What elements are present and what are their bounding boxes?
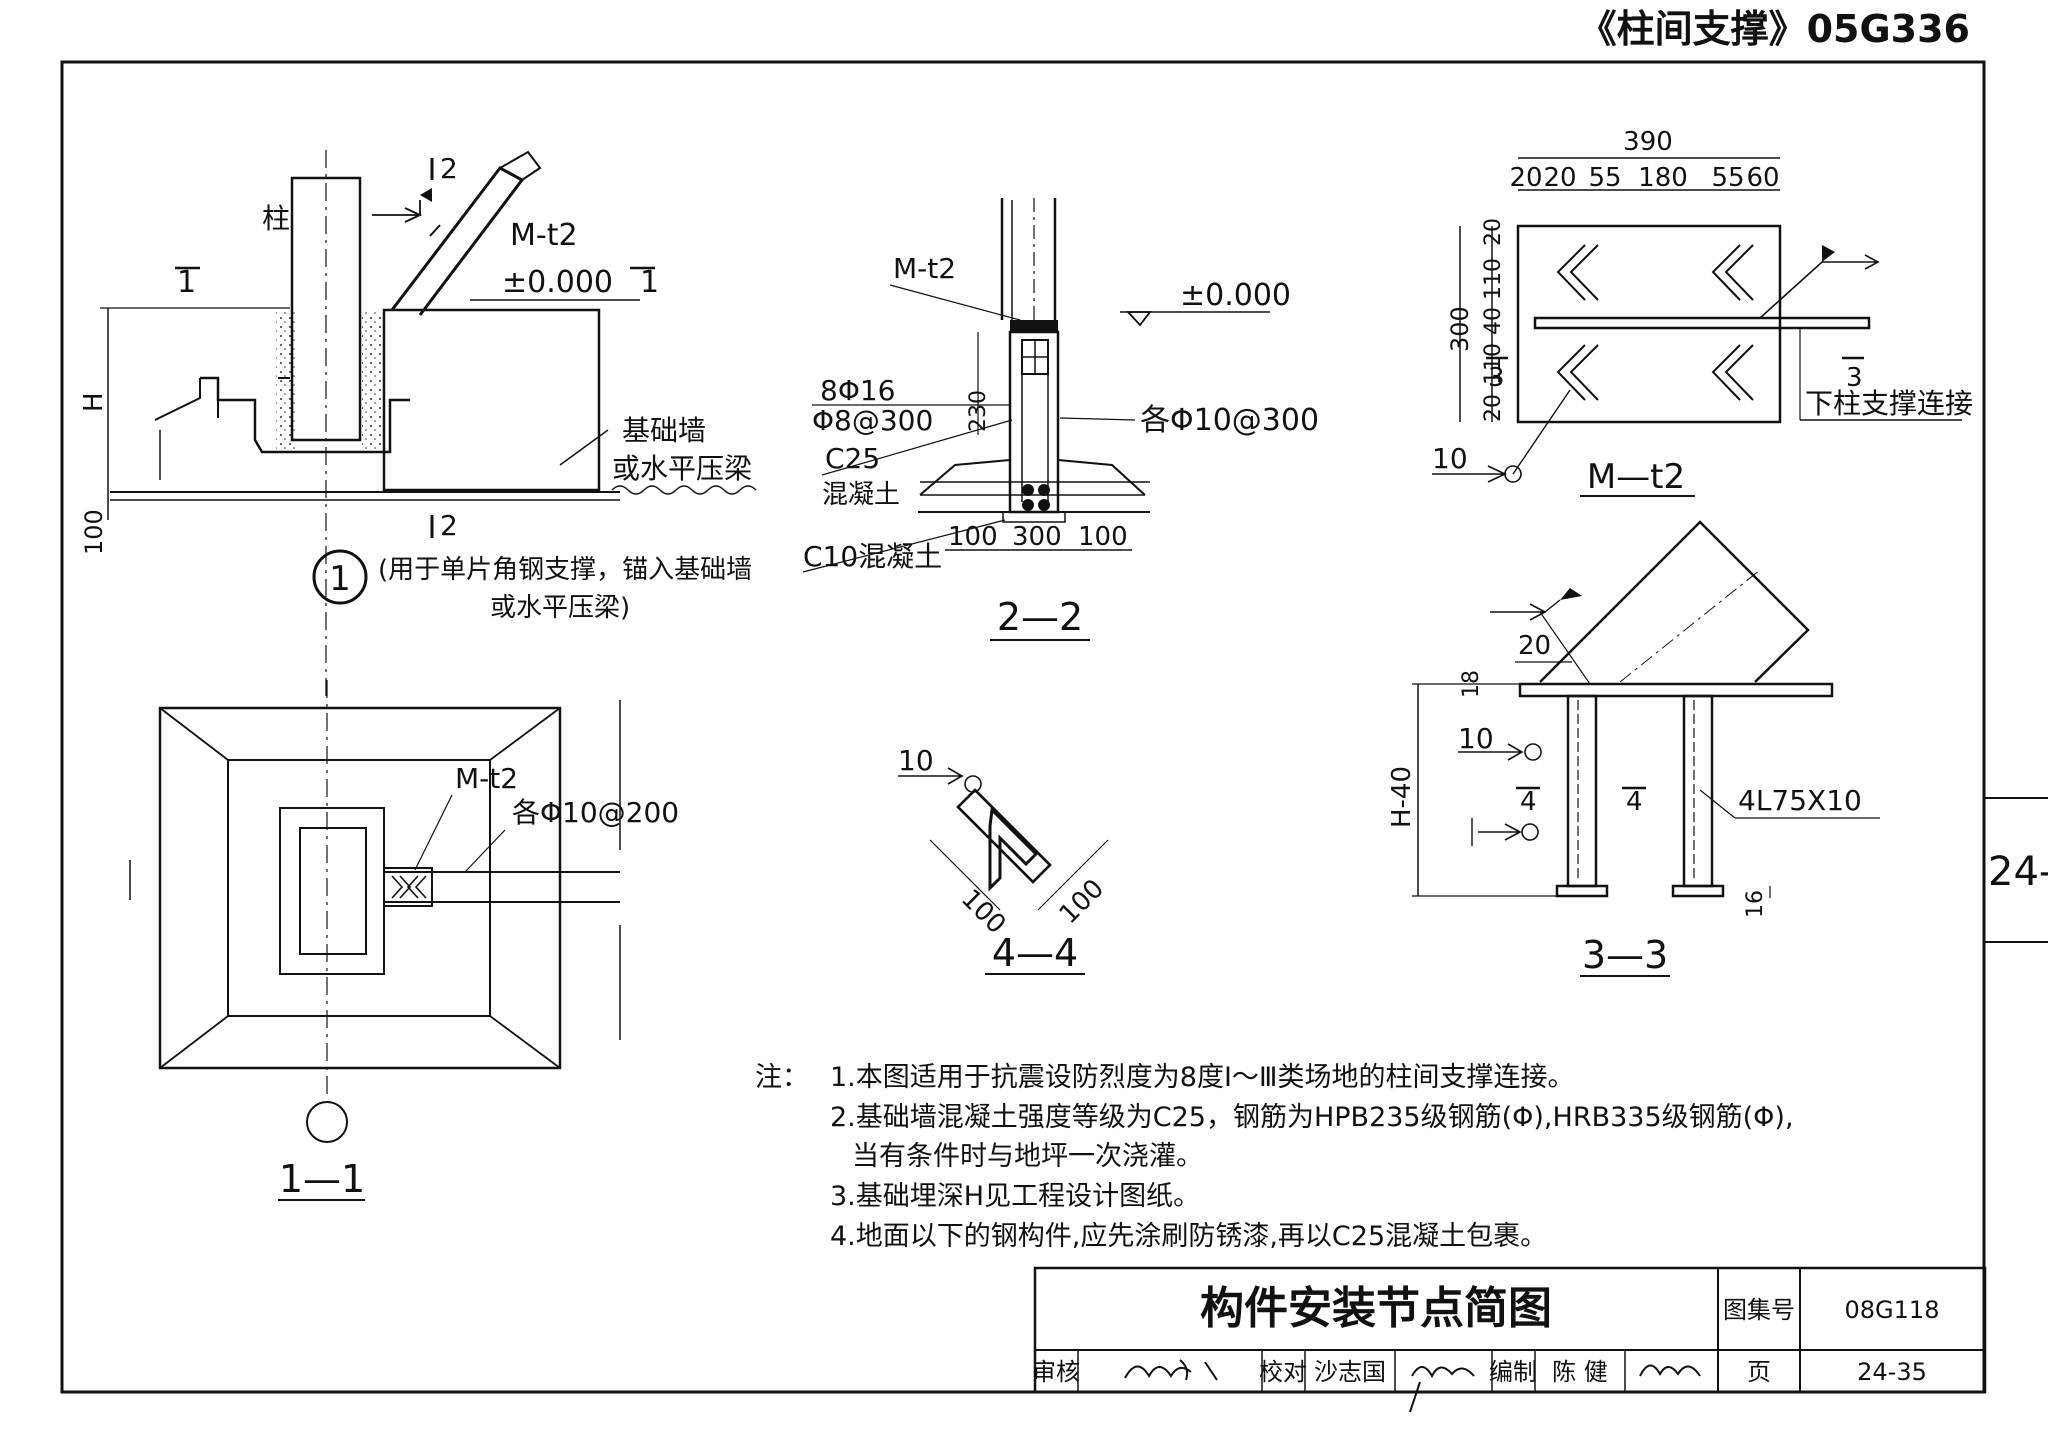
checker-name: 沙志国 xyxy=(1314,1358,1386,1386)
dim-top-3: 55 xyxy=(1588,163,1621,193)
column-label: 柱 xyxy=(262,202,290,235)
drawing-title: 构件安装节点简图 xyxy=(1200,1283,1552,1334)
embed-plate xyxy=(1516,224,1782,424)
stirrup-label: 各Φ10@300 xyxy=(1140,403,1319,438)
notes-label: 注： xyxy=(755,1062,809,1093)
c10-label: C10混凝土 xyxy=(803,540,942,573)
rebar-label-2: Φ8@300 xyxy=(812,404,933,437)
weld-size: 10 xyxy=(898,744,934,777)
level-label: ±0.000 xyxy=(502,265,613,300)
section-3-3: 20 18 10 H-40 16 4 4 4L75X10 3—3 xyxy=(1387,520,1880,977)
dim-300: 300 xyxy=(1446,306,1474,352)
detail-marker-number: 1 xyxy=(329,559,351,599)
section-mark-2-top: 2 xyxy=(440,152,458,185)
plate-rib xyxy=(1533,316,1871,330)
note-2-cont: 当有条件时与地坪一次浇灌。 xyxy=(852,1141,1203,1172)
side-tab: 24- xyxy=(1984,797,2048,943)
rebar-label: 各Φ10@200 xyxy=(512,796,679,829)
section-title: 1—1 xyxy=(279,1157,365,1201)
section-mark-1-right: 1 xyxy=(640,265,659,300)
dim-top-2: 20 xyxy=(1543,163,1576,193)
detail-caption-1: (用于单片角钢支撑，锚入基础墙 xyxy=(378,555,752,585)
plate-title: M—t2 xyxy=(1587,457,1685,497)
dim-left-4: 110 xyxy=(1481,343,1506,385)
note-1: 1.本图适用于抗震设防烈度为8度Ⅰ～Ⅲ类场地的柱间支撑连接。 xyxy=(830,1062,1575,1093)
brace-member xyxy=(1539,520,1810,683)
detail-caption-2: 或水平压梁) xyxy=(490,593,630,623)
atlas-reference: 《柱间支撑》05G336 xyxy=(1579,7,1970,51)
note-3: 3.基础埋深H见工程设计图纸。 xyxy=(830,1181,1200,1212)
dim-h: H xyxy=(79,392,109,412)
embed-plate-label: M-t2 xyxy=(455,762,518,795)
section-title: 3—3 xyxy=(1582,933,1668,977)
section-mark-4-left: 4 xyxy=(1520,787,1537,817)
notes: 注： 1.本图适用于抗震设防烈度为8度Ⅰ～Ⅲ类场地的柱间支撑连接。 2.基础墙混… xyxy=(755,1062,1794,1252)
side-tab-label: 24- xyxy=(1988,849,2048,895)
checker-signature xyxy=(1409,1366,1475,1413)
dim-20: 20 xyxy=(1518,631,1551,661)
section-4-4: 10 100 100 4—4 xyxy=(898,744,1110,975)
dim-top-6: 60 xyxy=(1746,163,1779,193)
wall-label-2: 或水平压梁 xyxy=(612,452,752,485)
connect-label: 下柱支撑连接 xyxy=(1805,387,1973,420)
rebar-label-1: 8Φ16 xyxy=(820,374,895,407)
reviewer-signature xyxy=(1124,1359,1218,1381)
section-2-2: M-t2 ±0.000 8Φ16 Φ8@300 C25 混凝土 230 各Φ10… xyxy=(802,198,1319,641)
page-number: 24-35 xyxy=(1857,1358,1927,1386)
draw-label: 编制 xyxy=(1489,1358,1537,1386)
foundation-wall xyxy=(382,308,601,492)
dim-left-1: 20 xyxy=(1481,218,1506,246)
embed-plate-label: M-t2 xyxy=(510,218,578,253)
column-section xyxy=(299,827,367,955)
weld-size: 10 xyxy=(1458,722,1494,755)
concrete-label-2: 混凝土 xyxy=(822,480,900,510)
note-4: 4.地面以下的钢构件,应先涂刷防锈漆,再以C25混凝土包裹。 xyxy=(830,1221,1547,1252)
title-block: 构件安装节点简图 图集号 08G118 页 24-35 审核 校对 沙志国 编制… xyxy=(1032,1266,1987,1413)
detail-1: 1 1 2 2 柱 M-t2 ±0.000 基础墙 或水平压梁 H 100 1 … xyxy=(79,150,757,700)
dim-100: 100 xyxy=(80,509,108,555)
base-plate xyxy=(1518,682,1834,698)
dim-h40: H-40 xyxy=(1387,766,1417,828)
section-title: 2—2 xyxy=(997,595,1083,639)
angle-section xyxy=(988,806,1039,892)
weld-size: 10 xyxy=(1432,442,1468,475)
page-label: 页 xyxy=(1747,1358,1771,1386)
note-2: 2.基础墙混凝土强度等级为C25，钢筋为HPB235级钢筋(Φ),HRB335级… xyxy=(830,1102,1794,1133)
atlas-number: 08G118 xyxy=(1845,1296,1940,1324)
angle-label: 4L75X10 xyxy=(1738,784,1862,817)
dim-top-1: 20 xyxy=(1509,163,1542,193)
dim-300: 300 xyxy=(1012,522,1062,552)
section-title: 4—4 xyxy=(992,931,1078,975)
level-label: ±0.000 xyxy=(1180,278,1291,313)
concrete-label-1: C25 xyxy=(825,442,880,475)
dim-left-3: 40 xyxy=(1481,307,1506,335)
dim-top-4: 180 xyxy=(1638,163,1688,193)
detail-marker xyxy=(312,549,368,605)
plate-mt2: 390 20 20 55 180 55 60 300 20 110 40 110… xyxy=(1432,127,1973,497)
review-label: 审核 xyxy=(1032,1358,1080,1386)
section-1-1: M-t2 各Φ10@200 1—1 xyxy=(129,680,679,1201)
dim-100-right: 100 xyxy=(1078,522,1128,552)
dim-100-right: 100 xyxy=(1054,874,1110,930)
check-label: 校对 xyxy=(1259,1358,1307,1386)
drawer-signature xyxy=(1639,1364,1701,1377)
angle-brace xyxy=(390,166,525,316)
section-mark-1: 1 xyxy=(177,265,196,300)
dim-top-5: 55 xyxy=(1711,163,1744,193)
section-mark-4-right: 4 xyxy=(1626,787,1643,817)
dim-left-2: 110 xyxy=(1481,258,1506,300)
dim-left-5: 20 xyxy=(1481,394,1506,422)
dim-100-left: 100 xyxy=(948,522,998,552)
section-mark-3-left: 3 xyxy=(1488,363,1505,393)
wall-label-1: 基础墙 xyxy=(622,414,706,447)
section-mark-3-right: 3 xyxy=(1846,363,1863,393)
sheet-frame xyxy=(60,60,1986,1394)
embed-plate-label: M-t2 xyxy=(893,252,956,285)
dim-16: 16 xyxy=(1743,890,1768,918)
section-mark-2-bottom: 2 xyxy=(440,509,458,542)
dim-390: 390 xyxy=(1623,127,1673,157)
drawer-name: 陈 健 xyxy=(1552,1358,1608,1386)
atlas-label: 图集号 xyxy=(1723,1296,1795,1324)
